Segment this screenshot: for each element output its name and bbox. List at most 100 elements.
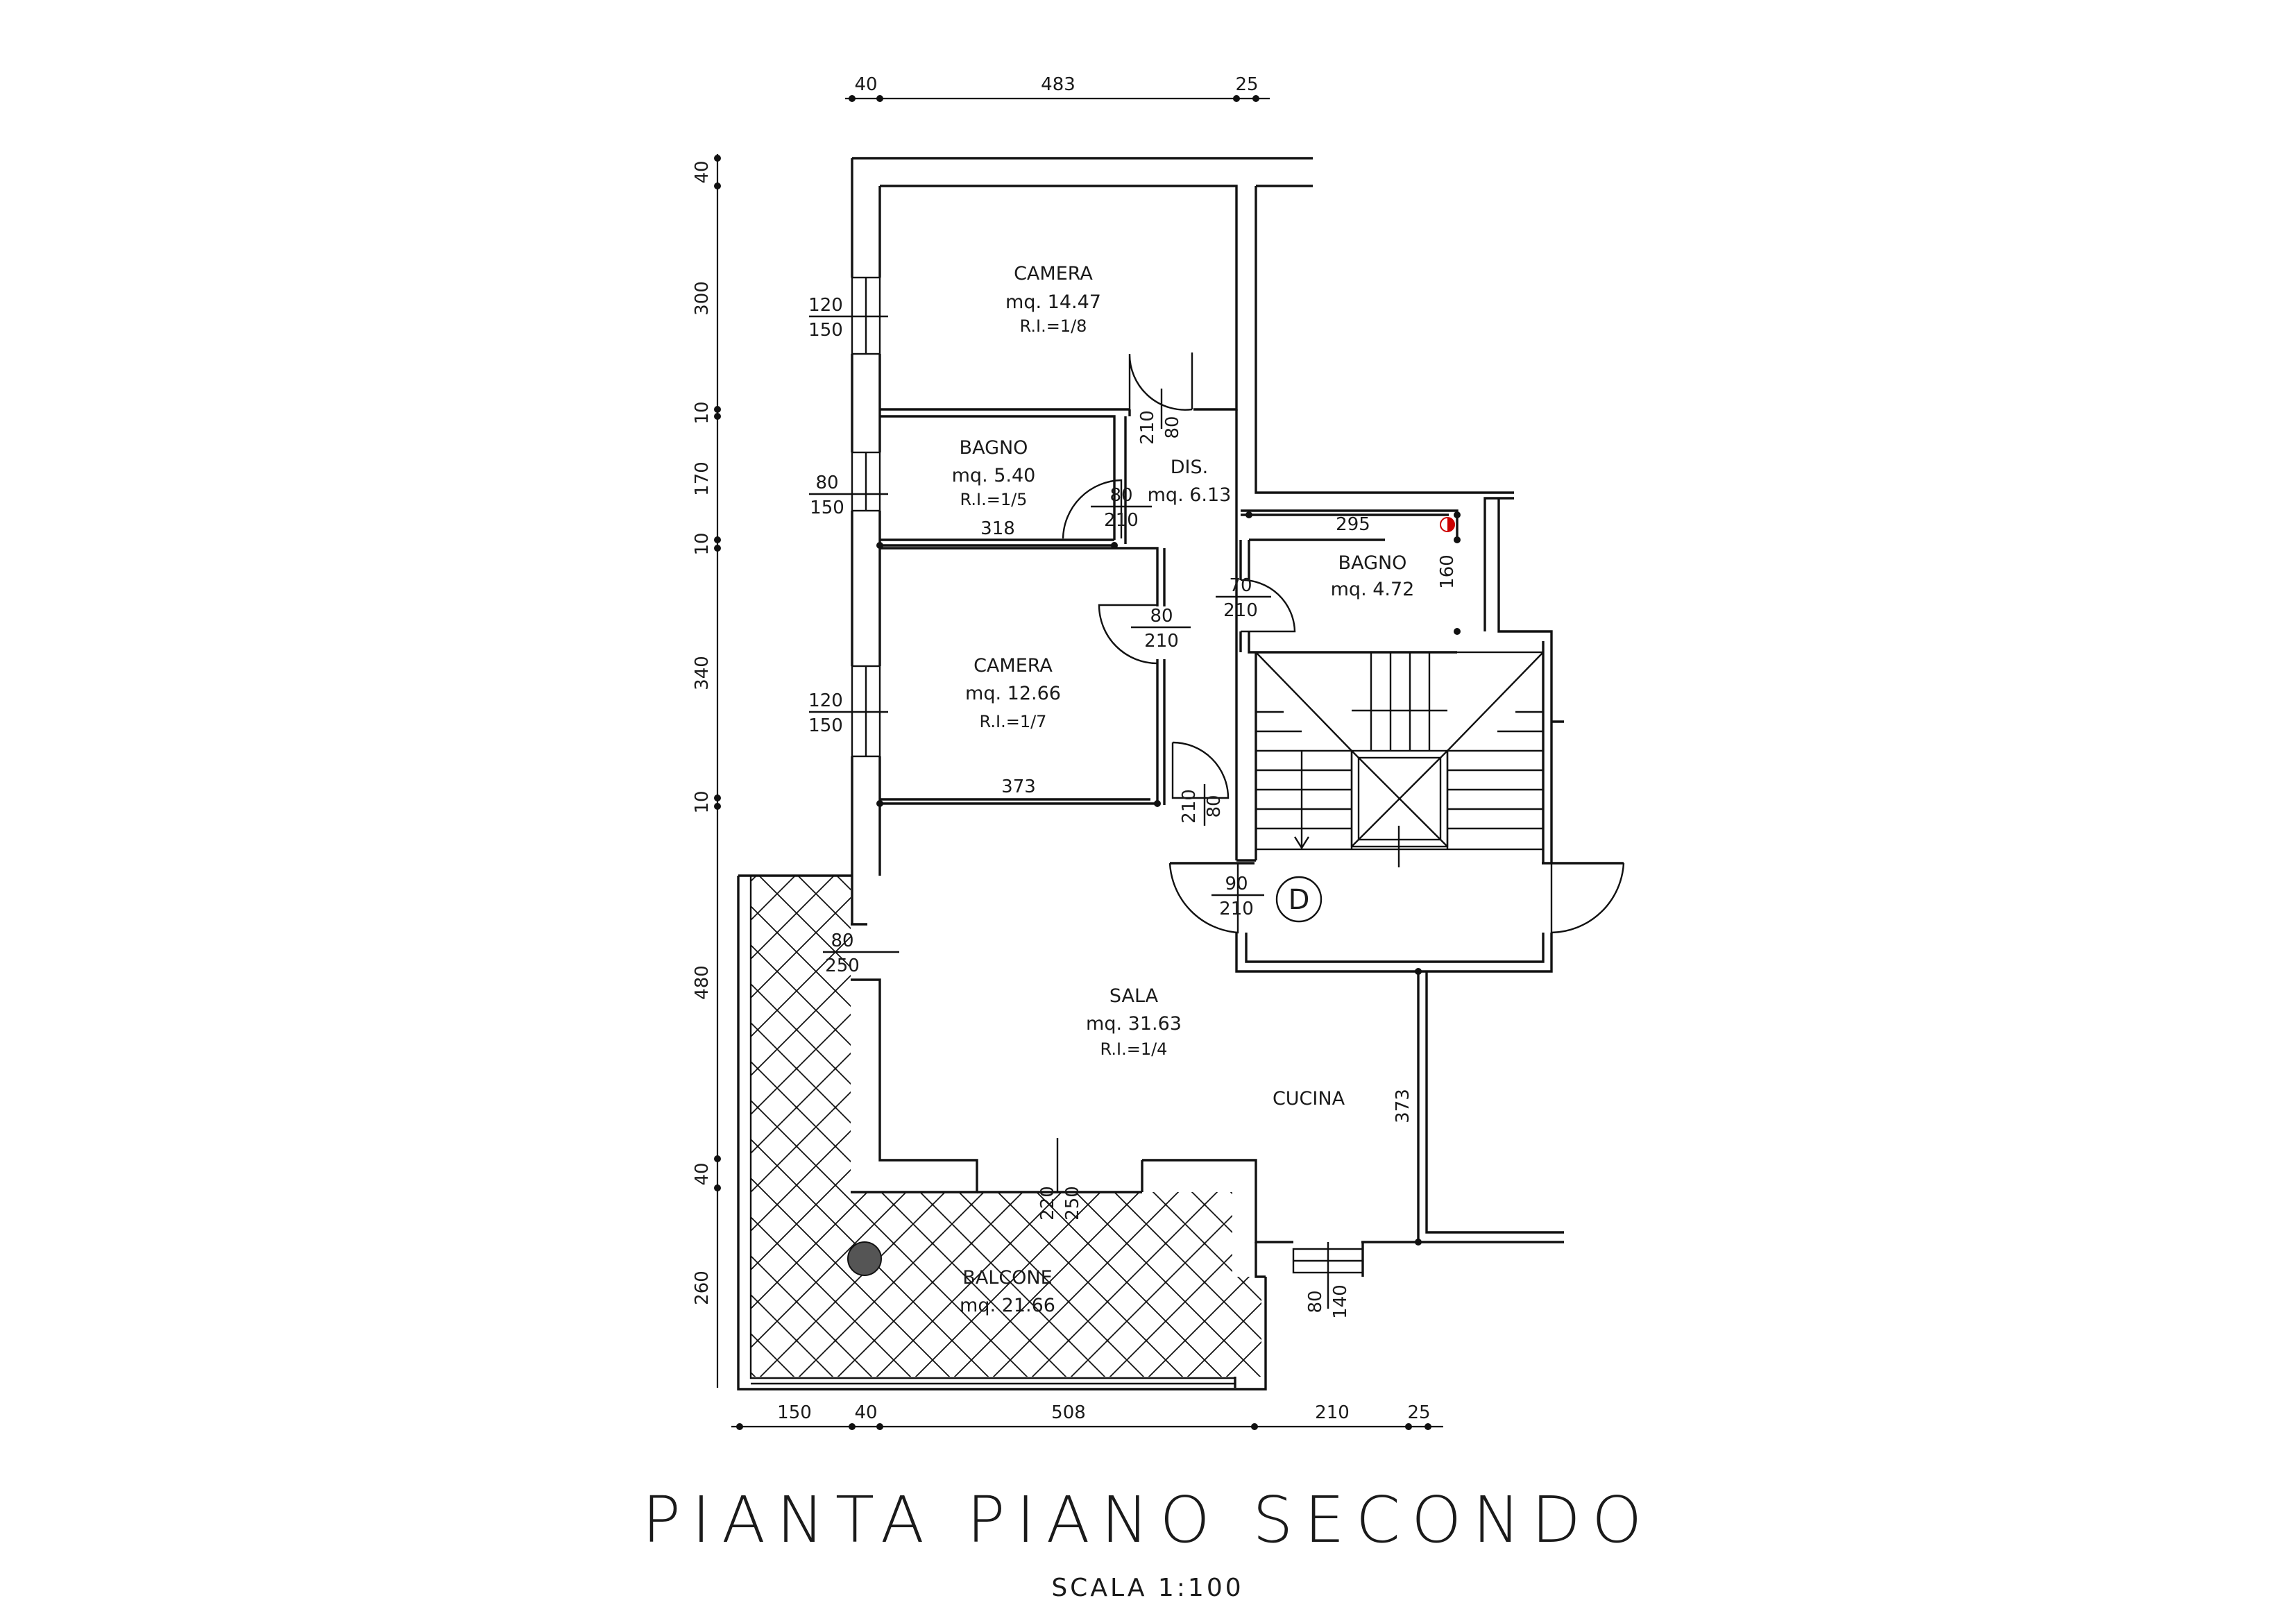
plan-stroke: [1405, 1423, 1412, 1430]
plan-stroke: [714, 406, 721, 413]
balcony: [737, 874, 1267, 1391]
plan-stroke: [714, 794, 721, 801]
plan-stroke: [1255, 186, 1514, 494]
door-dis-sala-w: 80: [1204, 794, 1225, 817]
dim-left-1: 300: [692, 281, 713, 316]
door-swing-camera-1: [1128, 353, 1193, 411]
win-camera-2-h: 150: [808, 715, 843, 736]
plan-stroke: [876, 1423, 883, 1430]
dim-left-8: 40: [692, 1162, 713, 1185]
room-balcone-area: mq. 21.66: [960, 1295, 1055, 1316]
room-bagno-2-area: mq. 4.72: [1331, 579, 1415, 600]
plan-stroke: [1255, 652, 1352, 751]
plan-stroke: [1245, 511, 1252, 518]
plan-stroke: [851, 978, 978, 1193]
dim-cucina-depth: 373: [1393, 1089, 1413, 1123]
plan-stroke: [1154, 800, 1161, 807]
dim-bagno-1-width: 318: [980, 518, 1015, 539]
plan-stroke: [1454, 511, 1461, 518]
dim-left-0: 40: [692, 160, 713, 183]
room-bagno-2-name: BAGNO: [1338, 552, 1407, 574]
room-camera-2-name: CAMERA: [973, 655, 1053, 677]
door-entrance-h: 210: [1219, 899, 1254, 919]
dimension-line-top: 40 483 25: [845, 74, 1270, 102]
door-sala-balcone-h: 250: [825, 955, 860, 976]
plan-stroke: [1415, 968, 1422, 975]
room-sala-name: SALA: [1109, 985, 1159, 1007]
dim-bagno-2-width: 295: [1336, 514, 1370, 535]
plan-stroke: [1142, 1159, 1293, 1243]
plan-stroke: [714, 803, 721, 810]
door-camera-1-w: 80: [1162, 416, 1183, 439]
plan-stroke: [714, 155, 721, 162]
drawing-title: PIANTA PIANO SECONDO: [643, 1483, 1653, 1557]
room-camera-1-name: CAMERA: [1014, 263, 1093, 284]
dim-left-7: 480: [692, 965, 713, 1000]
door-swing-dis-sala: [1171, 741, 1230, 799]
plan-stroke: [1248, 631, 1457, 654]
dim-left-6: 10: [692, 790, 713, 813]
win-camera-1-w: 120: [808, 295, 843, 316]
win-bagno-1-h: 150: [810, 498, 844, 518]
dim-left-4: 10: [692, 532, 713, 555]
dim-bottom-2: 508: [1051, 1402, 1086, 1423]
dim-left-2: 10: [692, 401, 713, 424]
dim-top-2: 25: [1235, 74, 1258, 95]
plan-stroke: [749, 876, 1235, 1379]
plan-stroke: [880, 547, 1159, 606]
dim-top-1: 483: [1041, 74, 1075, 95]
room-sala-area: mq. 31.63: [1086, 1013, 1182, 1035]
plan-stroke: [1245, 933, 1545, 963]
plan-stroke: [736, 1423, 743, 1430]
plan-stroke: [714, 182, 721, 189]
plan-stroke: [1235, 933, 1553, 973]
plan-stroke: [1454, 536, 1461, 543]
room-bagno-1-area: mq. 5.40: [952, 465, 1036, 486]
dim-bottom-3: 210: [1315, 1402, 1350, 1423]
plan-stroke: [714, 545, 721, 552]
doors: [1062, 352, 1625, 934]
dim-bottom-1: 40: [854, 1402, 877, 1423]
door-sala-balcone-w: 80: [831, 931, 853, 951]
door-swing-entrance-left: [1168, 863, 1239, 934]
door-swing-bagno-1: [1062, 479, 1123, 539]
plan-stroke: [880, 185, 1238, 411]
plan-stroke: [1425, 971, 1564, 1234]
room-sala-ri: R.I.=1/4: [1100, 1039, 1168, 1059]
dim-bagno-2-depth: 160: [1437, 554, 1458, 589]
door-bagno-1-h: 210: [1104, 510, 1139, 531]
door-bagno-2-w: 70: [1229, 575, 1252, 596]
room-dis-name: DIS.: [1171, 457, 1208, 478]
win-camera-2-w: 120: [808, 690, 843, 711]
plan-stroke: [1425, 1423, 1431, 1430]
dim-left-5: 340: [692, 656, 713, 690]
plan-stroke: [714, 1155, 721, 1162]
room-camera-1-area: mq. 14.47: [1005, 291, 1101, 313]
drawing-scale: SCALA 1:100: [1051, 1574, 1243, 1602]
door-swing-camera-2: [1098, 604, 1158, 665]
plan-stroke: [876, 800, 883, 807]
plan-stroke: [1233, 95, 1240, 102]
plan-stroke: [1497, 498, 1553, 863]
dimension-line-bottom: 150 40 508 210 25: [731, 1402, 1443, 1430]
dim-camera-2-width: 373: [1001, 776, 1036, 797]
plan-stroke: [714, 536, 721, 543]
plan-stroke: [1447, 652, 1544, 751]
dim-left-9: 260: [692, 1271, 713, 1305]
door-dis-sala-h: 210: [1179, 789, 1200, 824]
dim-bottom-4: 25: [1407, 1402, 1430, 1423]
door-balcone-bottom-w: 220: [1037, 1186, 1058, 1221]
plan-stroke: [1241, 509, 1459, 540]
staircase: D: [1255, 651, 1545, 923]
boiler-icon-fill: [1447, 518, 1454, 532]
dimension-line-left: 40 300 10 170 10 340 10 480 40 260: [692, 154, 721, 1388]
door-camera-2-w: 80: [1150, 606, 1173, 627]
win-camera-1-h: 150: [808, 320, 843, 341]
plan-stroke: [849, 1423, 856, 1430]
dim-left-3: 170: [692, 461, 713, 496]
plan-stroke: [1111, 542, 1118, 549]
door-bagno-1-w: 80: [1109, 485, 1132, 506]
dim-bottom-0: 150: [777, 1402, 812, 1423]
entrance-label: D: [1289, 884, 1310, 916]
